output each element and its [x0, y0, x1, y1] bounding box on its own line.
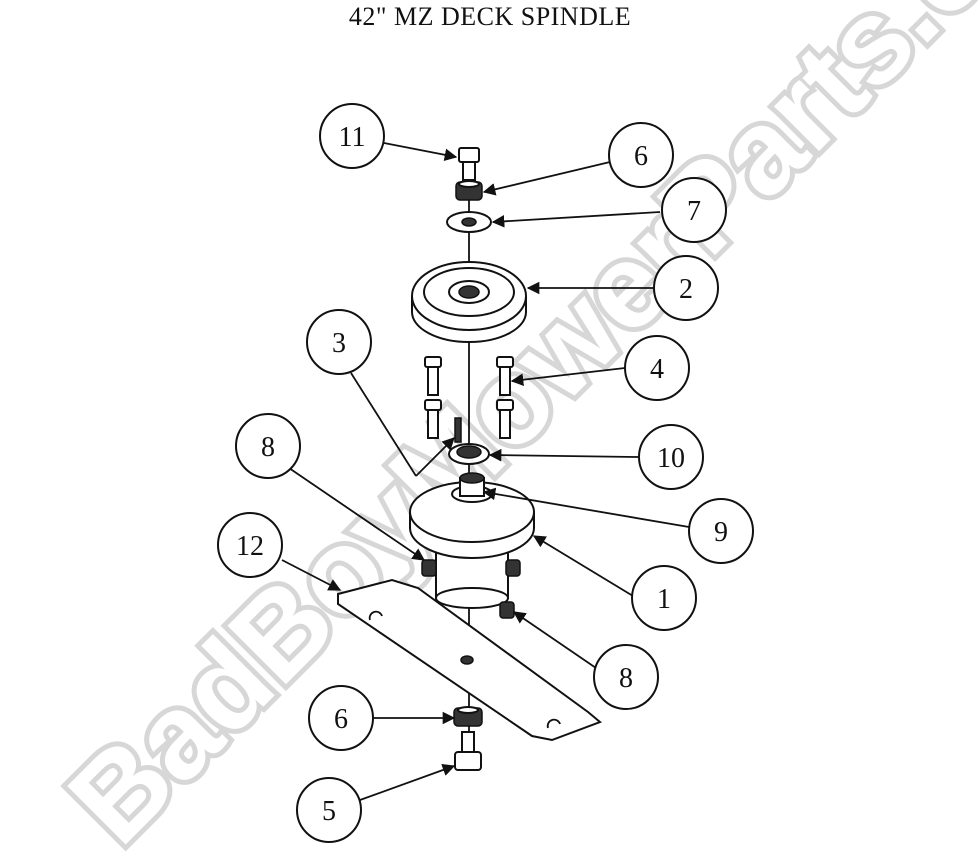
page-title: 42" MZ DECK SPINDLE [348, 2, 632, 31]
pulley [411, 261, 527, 343]
watermark: BadBoyMowerParts.com [44, 0, 980, 852]
top-bolt [458, 147, 480, 181]
mounting-bolts [424, 356, 514, 439]
spacer [448, 443, 490, 465]
callout-4: 4 [624, 335, 690, 401]
callout-label: 6 [334, 704, 348, 735]
shaft-key [454, 417, 462, 443]
callout-label: 11 [339, 122, 366, 153]
callout-label: 9 [714, 517, 728, 548]
callout-label: 2 [679, 274, 693, 305]
top-lock-nut [455, 180, 483, 201]
callout-label: 5 [322, 796, 336, 827]
callout-8-right: 8 [593, 644, 659, 710]
blade [337, 578, 602, 742]
callout-1: 1 [631, 565, 697, 631]
bottom-bolt [454, 731, 482, 771]
callout-label: 7 [687, 196, 701, 227]
spindle-housing [409, 472, 535, 609]
washer [446, 211, 492, 233]
callout-label: 3 [332, 328, 346, 359]
callout-label: 1 [657, 584, 671, 615]
callout-11: 11 [319, 103, 385, 169]
leader-lines [281, 142, 690, 801]
callout-6-bottom: 6 [308, 685, 374, 751]
callout-label: 6 [634, 141, 648, 172]
callout-label: 12 [236, 531, 264, 562]
callout-7: 7 [661, 177, 727, 243]
callout-5: 5 [296, 777, 362, 843]
callout-6-top: 6 [608, 122, 674, 188]
callout-9: 9 [688, 498, 754, 564]
callout-label: 8 [619, 663, 633, 694]
callout-10: 10 [638, 424, 704, 490]
callout-3: 3 [306, 309, 372, 375]
callout-8-left: 8 [235, 413, 301, 479]
callout-label: 4 [650, 354, 664, 385]
callout-label: 10 [657, 443, 685, 474]
bottom-lock-nut [453, 706, 483, 727]
callout-label: 8 [261, 432, 275, 463]
callout-2: 2 [653, 255, 719, 321]
callout-12: 12 [217, 512, 283, 578]
